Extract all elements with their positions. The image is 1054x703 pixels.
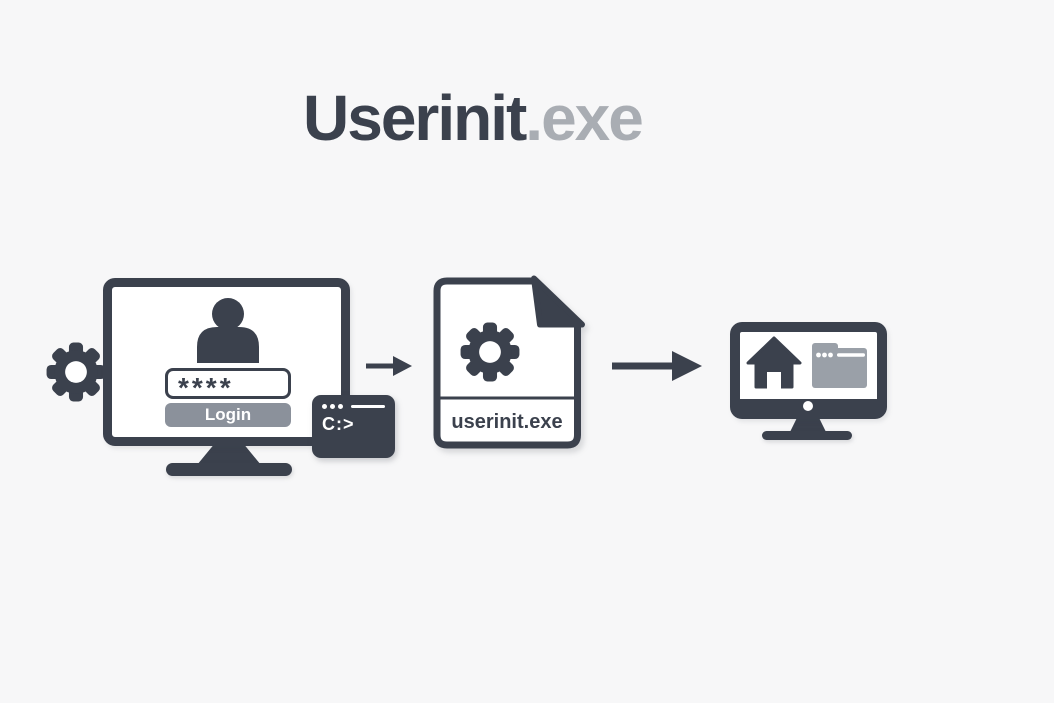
login-button: Login [165,403,291,427]
arrow-right-icon [366,356,412,376]
folder-icon [812,343,867,388]
monitor-stand-base [166,463,292,476]
terminal-titlebar-line [351,404,385,409]
password-field: **** [165,368,291,399]
monitor-stand-base [762,431,852,440]
monitor-stand [789,417,827,434]
title-secondary: .exe [525,82,644,154]
gear-icon [460,322,520,382]
terminal-dot [330,404,335,409]
arrow-right-icon [612,351,702,381]
terminal-icon: C:> [312,395,395,458]
gear-icon [44,340,108,404]
terminal-titlebar [322,404,385,409]
page-title: Userinit.exe [303,82,644,154]
monitor-camera-dot [803,401,813,411]
password-value: **** [178,371,234,399]
monitor-stand [197,444,261,465]
exe-file-icon [433,275,585,449]
terminal-prompt: C:> [322,414,355,434]
home-icon [746,336,802,389]
file-name-label: userinit.exe [451,411,563,433]
terminal-dot [322,404,327,409]
folded-corner [531,275,585,328]
user-icon [197,298,259,363]
title-primary: Userinit [303,82,527,154]
terminal-dot [338,404,343,409]
